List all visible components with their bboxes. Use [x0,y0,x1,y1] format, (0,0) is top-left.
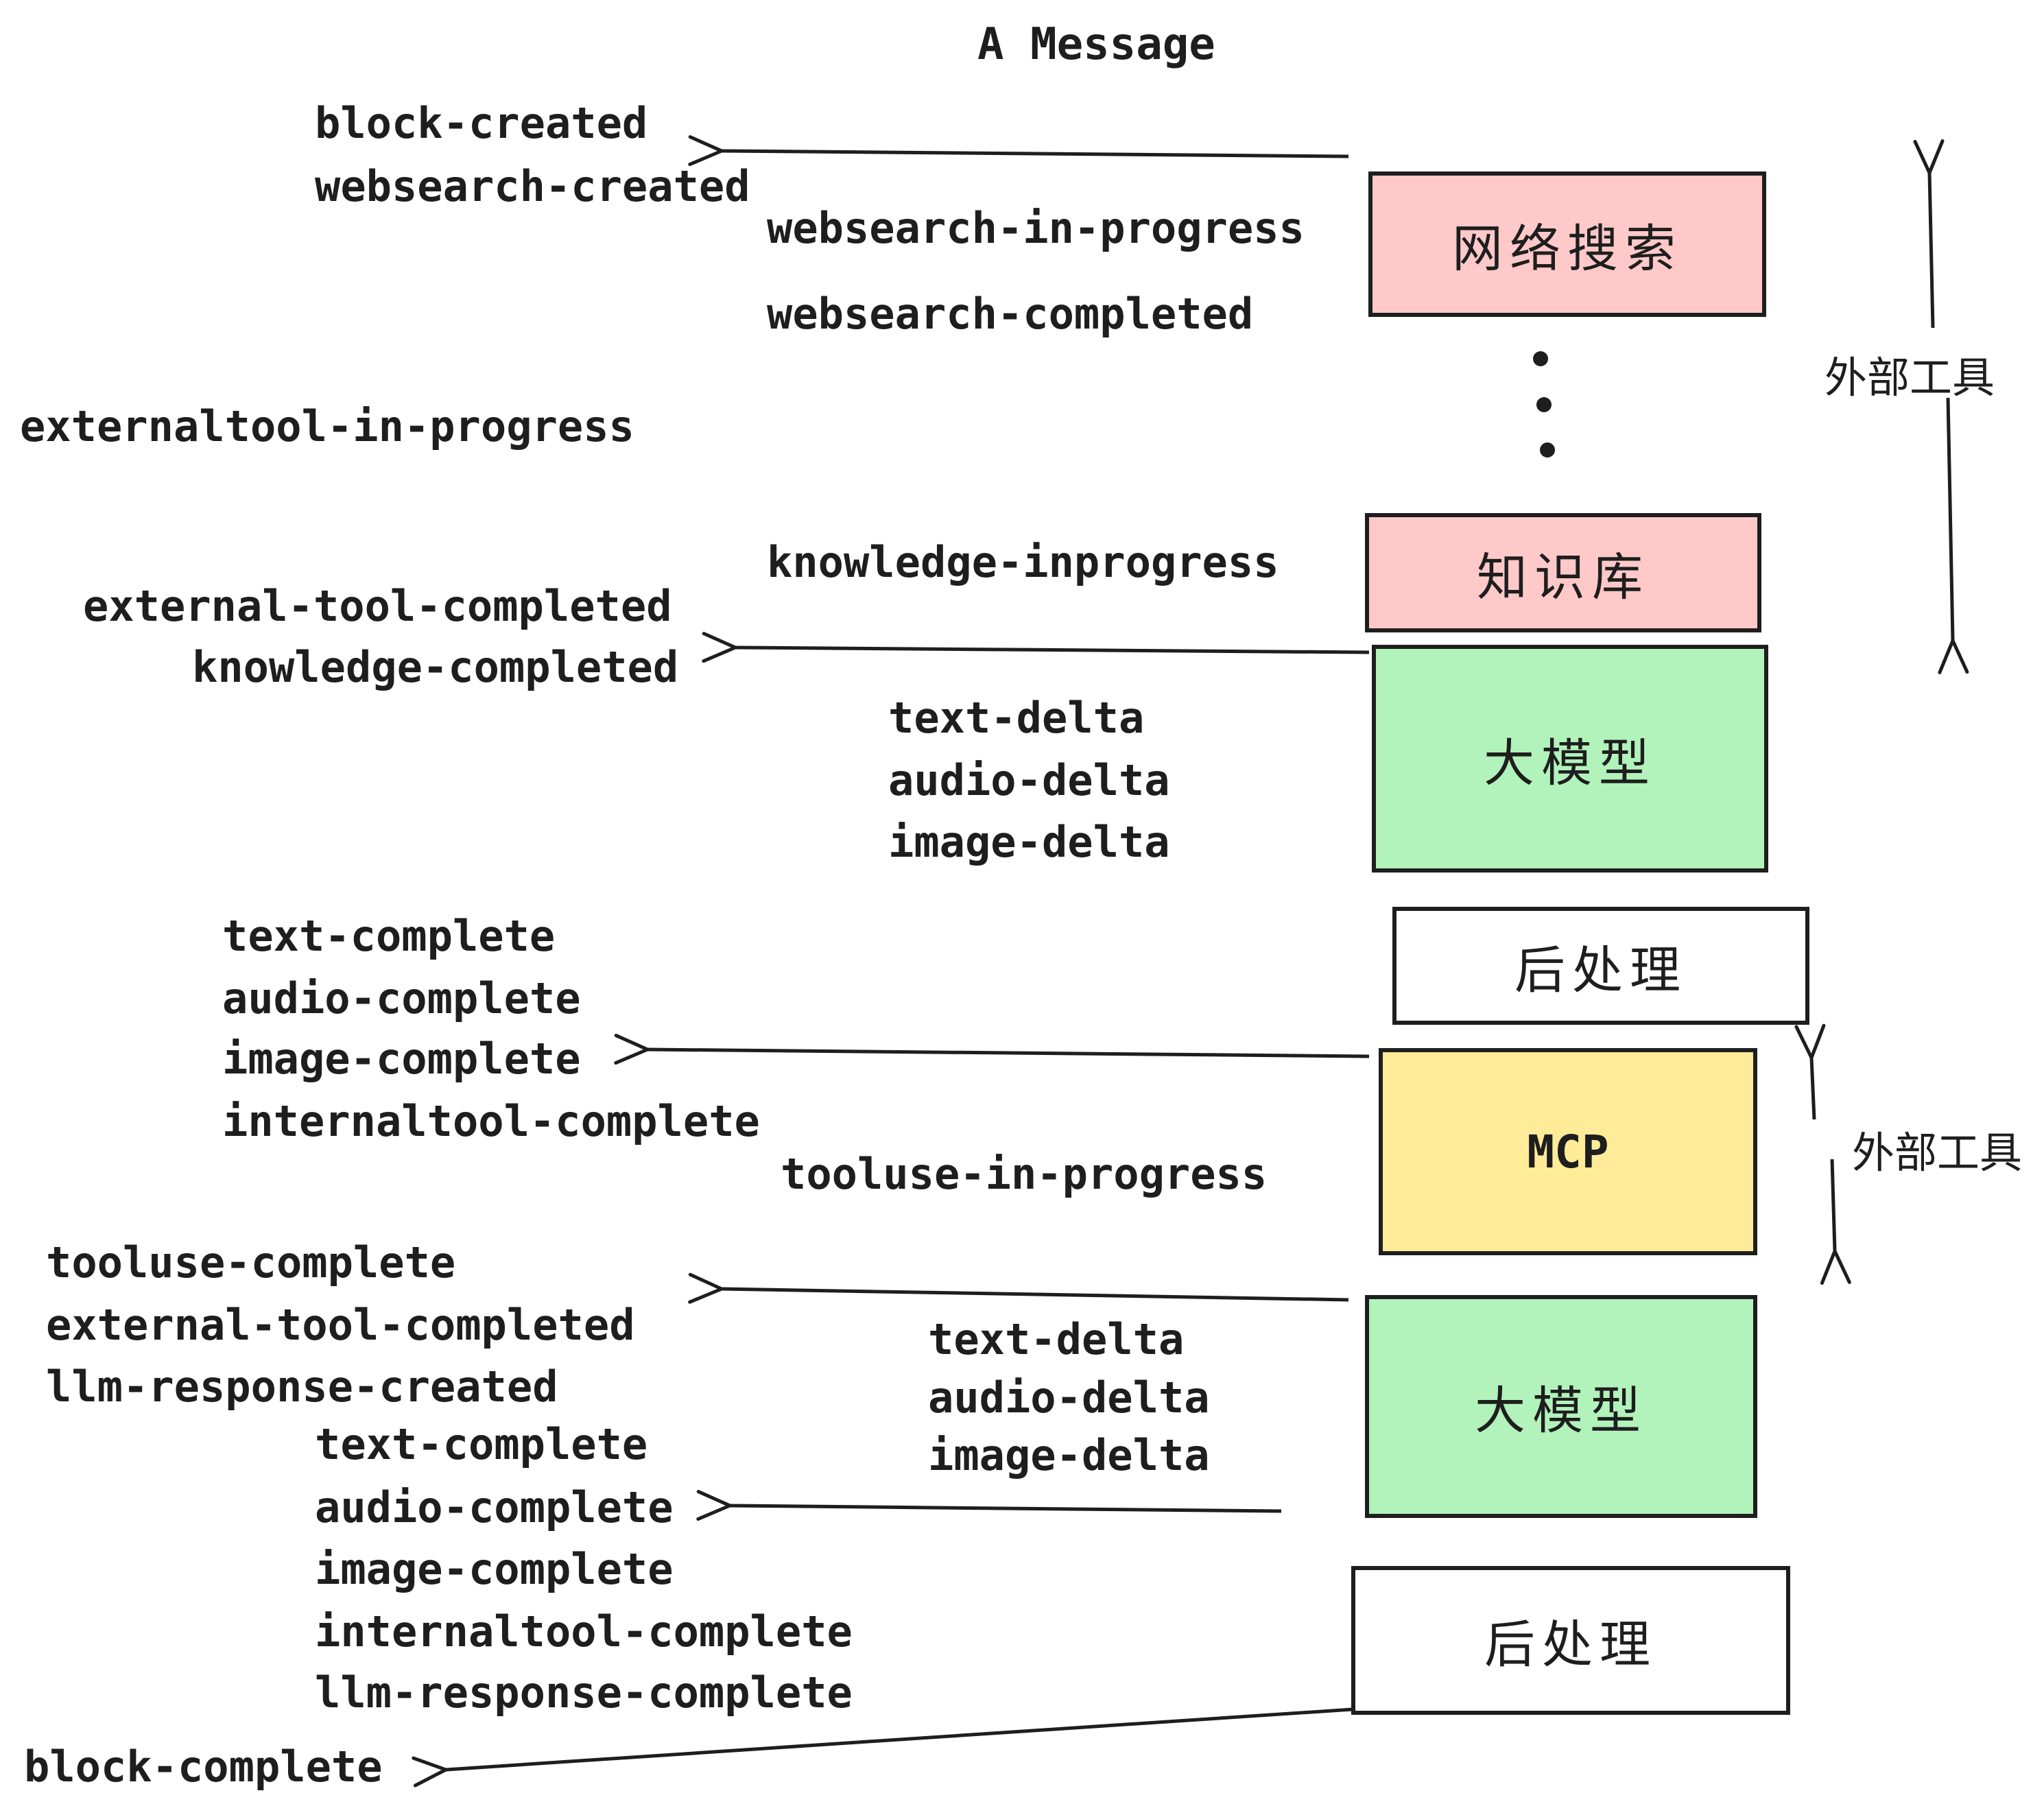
arrow-mcp-to-image-complete [614,1034,1370,1065]
event-label-websearch-completed: websearch-completed [767,289,1254,339]
event-label-llm-response-complete: llm-response-complete [315,1667,853,1718]
page-title: A Message [977,19,1215,70]
event-label-websearch-in-progress: websearch-in-progress [767,203,1305,253]
event-label-text-complete-2: text-complete [315,1419,648,1469]
event-label-internaltool-complete-1: internaltool-complete [222,1096,760,1146]
external-tools-mcp-arrow-up [1794,1023,1826,1120]
box-postprocess-1-label: 后处理 [1514,940,1687,1000]
box-llm-2-label: 大模型 [1475,1381,1648,1440]
event-label-tooluse-complete: tooluse-complete [46,1237,456,1287]
event-label-websearch-created: websearch-created [315,161,750,211]
event-label-audio-complete-1: audio-complete [222,973,581,1023]
event-label-audio-delta-2: audio-delta [928,1373,1210,1423]
box-postprocess-2-label: 后处理 [1484,1615,1657,1674]
event-label-externaltool-in-progress: externaltool-in-progress [20,401,634,451]
box-llm-2: 大模型 [1365,1295,1757,1518]
event-label-internaltool-complete-2: internaltool-complete [315,1606,853,1657]
event-label-text-delta-2: text-delta [928,1314,1185,1364]
arrow-websearch-to-block-created [688,135,1349,167]
arrow-llm1-to-knowledge-completed [702,632,1370,663]
event-label-block-complete: block-complete [24,1742,383,1792]
external-tools-mcp-arrow-down [1820,1159,1851,1285]
event-label-audio-complete-2: audio-complete [315,1482,674,1532]
box-mcp: MCP [1379,1048,1757,1255]
box-knowledge-label: 知识库 [1477,547,1650,607]
box-knowledge: 知识库 [1365,513,1761,632]
event-label-external-tool-completed-2: external-tool-completed [46,1300,635,1350]
event-label-knowledge-inprogress: knowledge-inprogress [767,537,1279,587]
ellipsis-dots-icon [1533,351,1555,458]
box-websearch-label: 网络搜索 [1452,219,1683,278]
arrow-postprocess2-to-block-complete [412,1707,1353,1788]
event-label-text-complete-1: text-complete [222,911,556,961]
box-llm-1-label: 大模型 [1484,733,1656,793]
event-label-image-delta-2: image-delta [928,1430,1210,1480]
event-label-tooluse-in-progress: tooluse-in-progress [781,1149,1268,1199]
event-label-llm-response-created: llm-response-created [46,1362,558,1412]
arrow-llm2-to-tooluse-complete [688,1272,1349,1304]
event-label-knowledge-completed: knowledge-completed [192,642,679,692]
side-label-external-tools-mcp: 外部工具 [1852,1128,2023,1178]
box-postprocess-1: 后处理 [1392,907,1809,1025]
arrow-llm2-to-audio-complete [696,1490,1282,1521]
external-tools-top-arrow-up [1913,139,1945,329]
external-tools-top-arrow-down [1938,397,1969,674]
box-mcp-label: MCP [1527,1125,1609,1178]
side-label-external-tools-top: 外部工具 [1825,353,1995,403]
box-websearch: 网络搜索 [1368,171,1766,317]
event-label-block-created: block-created [315,98,648,148]
event-label-text-delta-1: text-delta [888,693,1145,743]
event-label-image-delta-1: image-delta [888,817,1170,867]
event-label-external-tool-completed-1: external-tool-completed [83,581,672,631]
event-label-image-complete-1: image-complete [222,1034,581,1084]
event-label-audio-delta-1: audio-delta [888,755,1170,805]
event-label-image-complete-2: image-complete [315,1544,674,1594]
box-llm-1: 大模型 [1372,645,1768,873]
box-postprocess-2: 后处理 [1351,1566,1790,1715]
